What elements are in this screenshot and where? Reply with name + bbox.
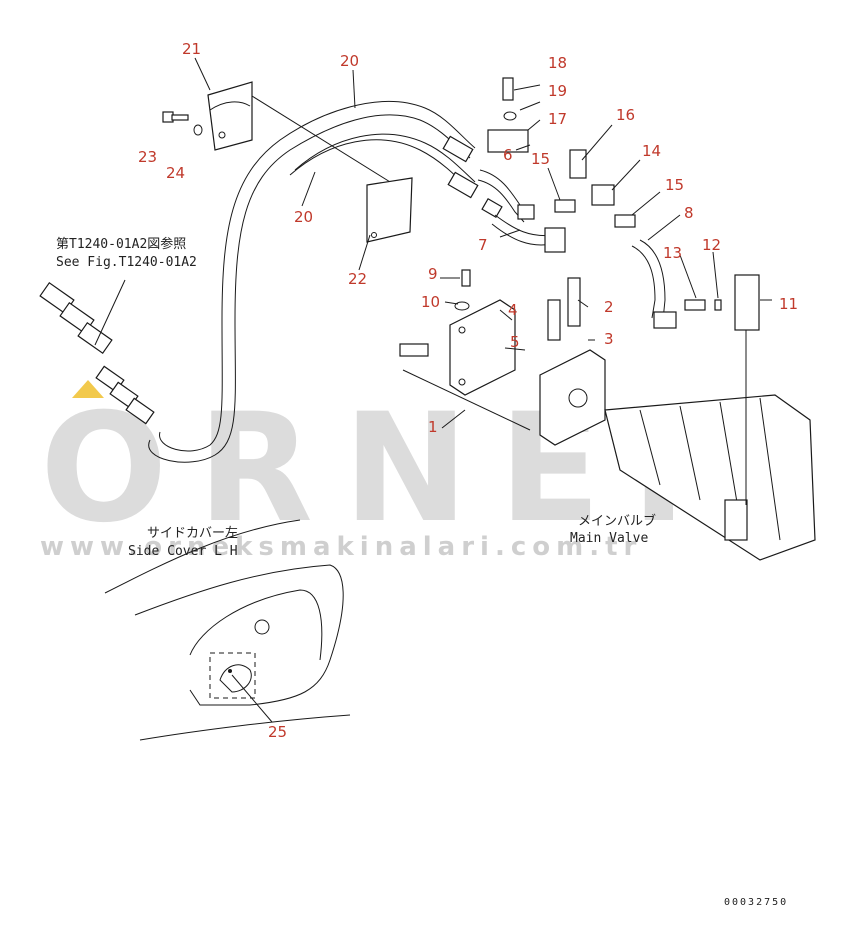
callout-20b: 20 [294,208,313,226]
hose-fitting [447,171,479,199]
callout-8: 8 [684,204,694,222]
bolt-and-washer [162,111,203,136]
callout-3: 3 [604,330,614,348]
side-cover [104,519,351,741]
valve-block [399,277,606,446]
callout-13: 13 [663,244,682,262]
callouts: 21 20 18 19 16 17 23 6 14 15 24 15 8 20 … [138,40,798,741]
pipes [477,129,677,329]
block [487,129,529,153]
callout-16: 16 [616,106,635,124]
clamp-plate [366,177,413,243]
callout-23: 23 [138,148,157,166]
callout-9: 9 [428,265,438,283]
callout-15a: 15 [531,150,550,168]
hole-marker [228,669,232,673]
callout-1: 1 [428,418,438,436]
adapters [454,77,722,311]
text-labels: 第T1240-01A2図参照 See Fig.T1240-01A2 サイドカバー… [56,236,788,908]
callout-12: 12 [702,236,721,254]
hose-assembly [148,101,503,463]
callout-15b: 15 [665,176,684,194]
watermark-url: www.orneksmakinalari.com.tr [40,532,642,562]
bracket [207,81,396,186]
callout-18: 18 [548,54,567,72]
callout-24: 24 [166,164,185,182]
callout-11: 11 [779,295,798,313]
callout-25: 25 [268,723,287,741]
side-cover-label-jp: サイドカバー左 [147,526,238,541]
callout-21: 21 [182,40,201,58]
callout-6: 6 [503,146,513,164]
side-cover-label-en: Side Cover L H [128,544,238,559]
hose-fitting [442,135,474,163]
main-valve-label-jp: メインバルブ [578,513,656,529]
callout-19: 19 [548,82,567,100]
callout-2: 2 [604,298,614,316]
watermark-accent-triangle [72,380,104,398]
document-number: 00032750 [724,897,788,908]
main-valve [604,274,816,561]
reference-label-jp: 第T1240-01A2図参照 [56,236,186,252]
callout-7: 7 [478,236,488,254]
hose-fitting [481,197,503,219]
reference-label-en: See Fig.T1240-01A2 [56,255,197,270]
callout-22: 22 [348,270,367,288]
callout-14: 14 [642,142,661,160]
leader-lines [94,57,772,429]
callout-10: 10 [421,293,440,311]
callout-20a: 20 [340,52,359,70]
callout-17: 17 [548,110,567,128]
main-valve-label-en: Main Valve [570,531,648,546]
left-quick-couplers [39,282,155,425]
callout-5: 5 [510,333,520,351]
callout-4: 4 [508,301,518,319]
